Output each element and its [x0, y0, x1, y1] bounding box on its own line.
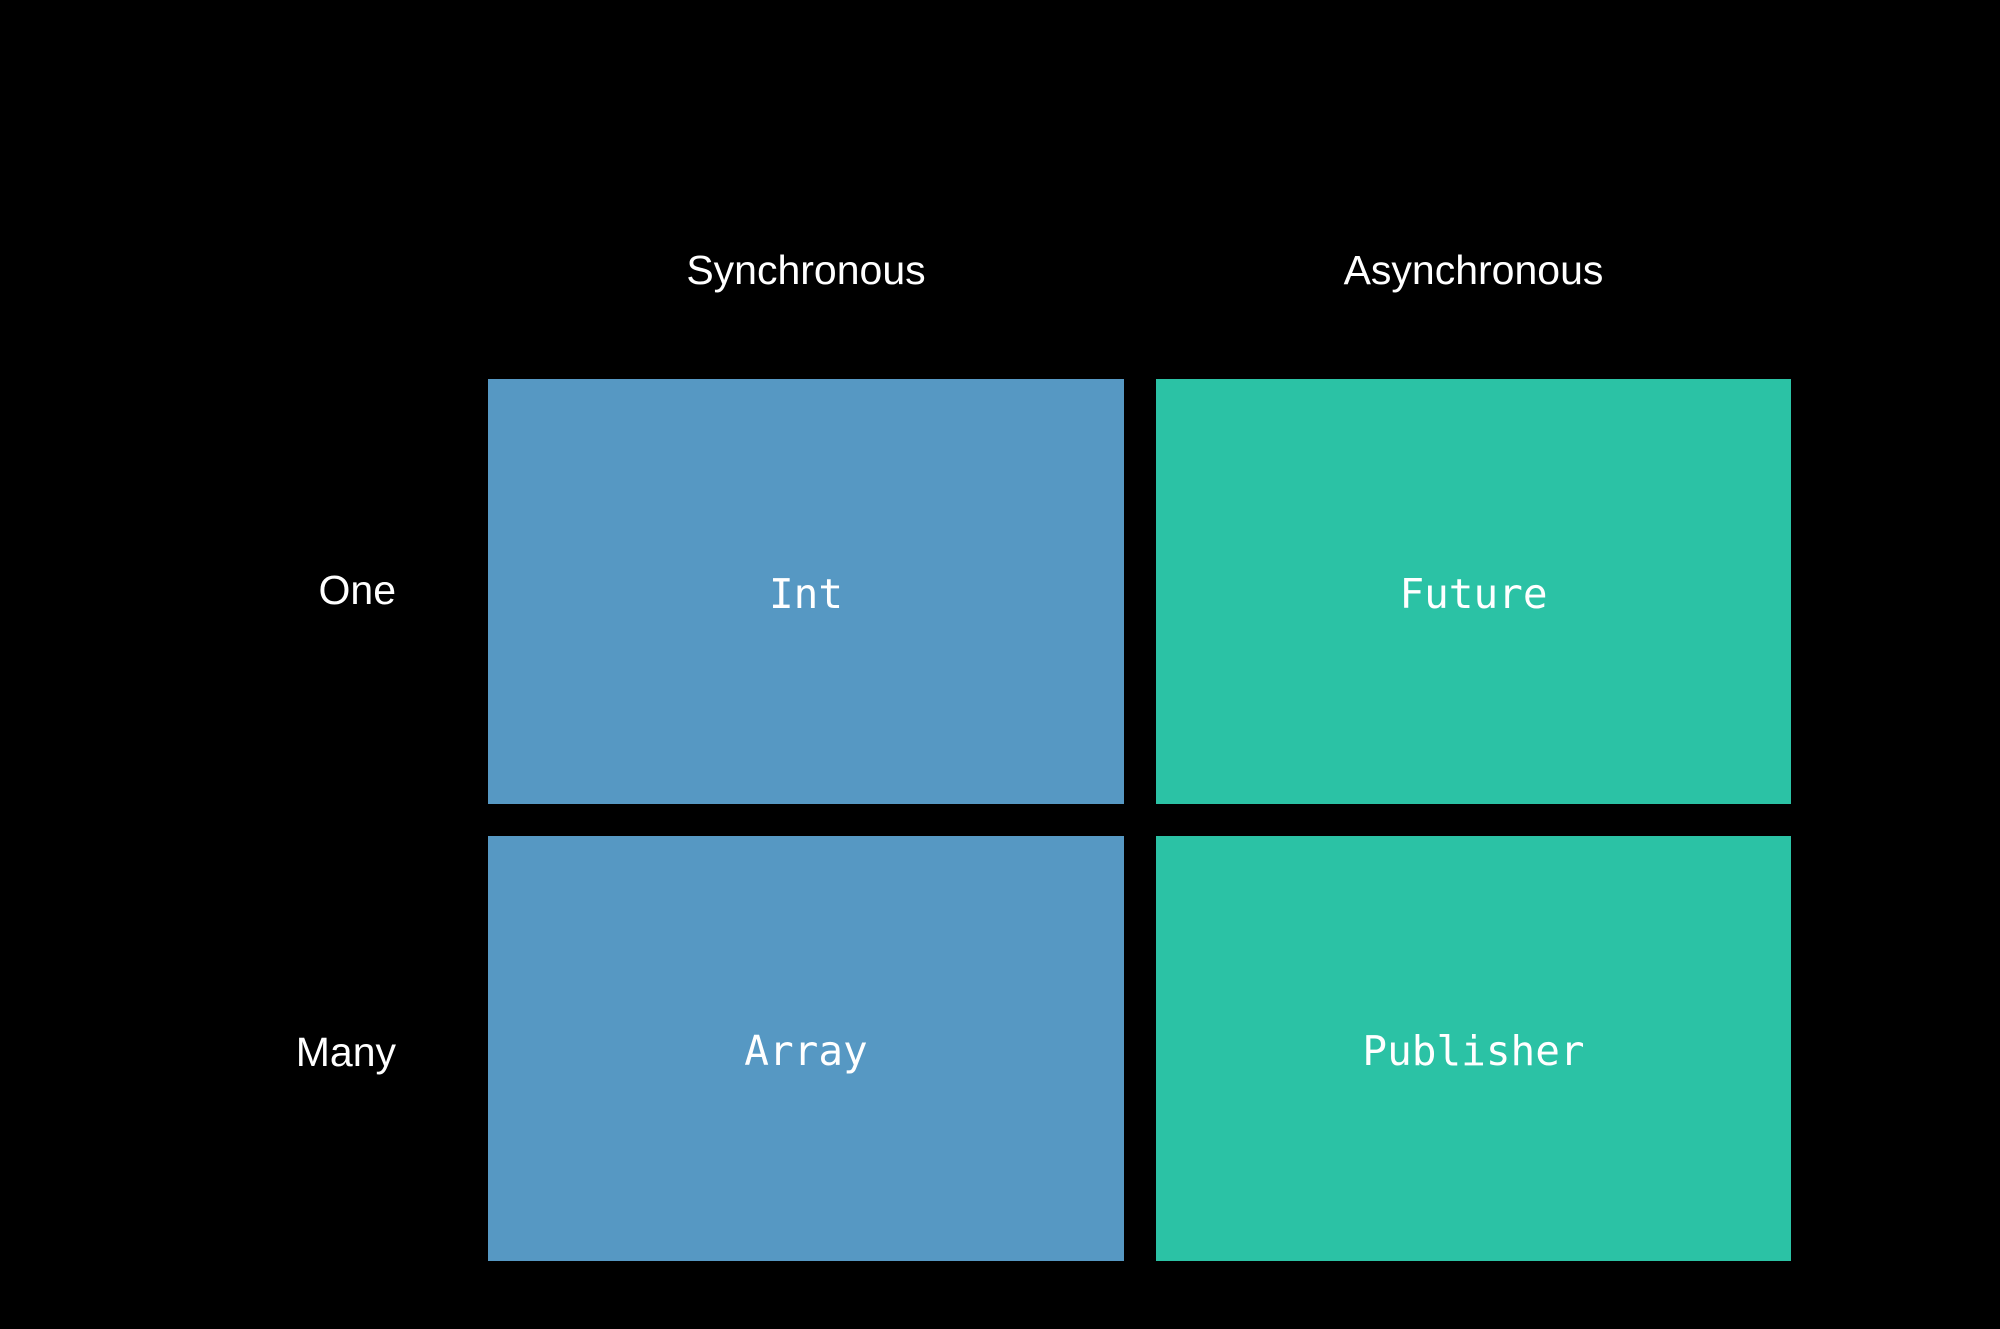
- cell-one-asynchronous: Future: [1156, 379, 1791, 804]
- column-header-asynchronous: Asynchronous: [1343, 247, 1604, 293]
- cell-label-future: Future: [1399, 570, 1548, 618]
- column-header-synchronous: Synchronous: [686, 247, 926, 293]
- cell-many-synchronous: Array: [488, 836, 1124, 1261]
- cell-label-int: Int: [768, 570, 844, 618]
- cell-label-array: Array: [744, 1027, 868, 1075]
- row-header-many: Many: [295, 1029, 396, 1075]
- cell-one-synchronous: Int: [488, 379, 1124, 804]
- cell-many-asynchronous: Publisher: [1156, 836, 1791, 1261]
- cell-label-publisher: Publisher: [1362, 1027, 1585, 1075]
- row-header-one: One: [318, 567, 397, 613]
